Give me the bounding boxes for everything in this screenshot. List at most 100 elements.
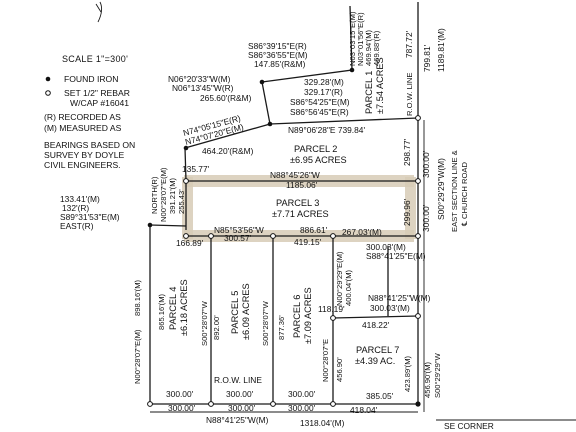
call-898: 898.16'(M) <box>133 279 142 316</box>
parcel-7-acres: ±4.39 AC. <box>355 356 395 366</box>
legend-recorded: (R) RECORDED AS <box>44 112 121 122</box>
call-166: 166.89' <box>176 238 204 248</box>
call-n03-03: N03°03'15"E(M) <box>348 11 357 66</box>
line-parcel7-north <box>332 315 419 319</box>
call-385: 385.05' <box>366 391 394 401</box>
row-line-bottom: R.O.W. LINE <box>214 375 262 385</box>
call-s86-39: S86°39'15"E(R) <box>248 41 307 51</box>
parcel-3-acres: ±7.71 ACRES <box>272 209 329 219</box>
call-s00-28-4: S00°28'07"W <box>200 300 209 346</box>
call-n85-53: N85°53'56"W <box>214 225 264 235</box>
call-n89-06: N89°06'28"E 739.84' <box>288 125 365 135</box>
east-section-label: EAST SECTION LINE & <box>450 150 459 232</box>
call-118: 118.19' <box>318 304 345 314</box>
call-s00-28-5: S00°28'07"W <box>261 300 270 346</box>
line-s89 <box>149 224 187 227</box>
scribble-mark <box>95 1 103 23</box>
parcel-1-acres: ±7.54 ACRES <box>375 57 385 114</box>
call-n03-01: N03°01'56"E(R) <box>356 12 365 66</box>
parcel-5-label: PARCEL 5 <box>230 291 240 334</box>
call-1185: 1185.06' <box>286 180 318 190</box>
parcel-4-acres: ±6.18 ACRES <box>179 279 189 336</box>
parcel-1-label: PARCEL 1 <box>364 71 374 114</box>
call-300-03b: 300.03'(M) <box>370 303 410 313</box>
call-1189: 1189.81'(M) <box>436 28 446 72</box>
call-n06-13: N06°13'45"W(R) <box>172 83 234 93</box>
call-418-04: 418.04' <box>350 405 378 415</box>
call-132: 132'(R) <box>62 203 89 213</box>
parcel-5-acres: ±6.09 ACRES <box>241 283 251 340</box>
call-s86-36: S86°36'55"E(M) <box>248 50 308 60</box>
call-135: 135.77' <box>182 164 210 174</box>
parcel-2-label: PARCEL 2 <box>294 144 337 154</box>
call-300-g: 300.00' <box>228 403 256 413</box>
found-iron-icon <box>45 76 51 82</box>
call-329: 329.28'(M) <box>304 77 344 87</box>
call-464: 464.20'(R&M) <box>202 146 254 156</box>
parcel-4-label: PARCEL 4 <box>168 287 178 330</box>
call-886: 886.61' <box>300 225 328 235</box>
legend-bearings-2: SURVEY BY DOYLE <box>44 150 125 160</box>
found-iron-markers <box>147 67 421 407</box>
call-423: 423.89'(M) <box>403 355 412 392</box>
parcel-2-acres: ±6.95 ACRES <box>290 155 347 165</box>
call-300-a: 300.00' <box>421 150 431 178</box>
parcel-6-acres: ±7.09 ACRES <box>303 287 313 344</box>
call-877: 877.36' <box>277 315 286 340</box>
call-300-d: 300.00' <box>226 389 254 399</box>
call-n00-28-6: N00°28'07"E <box>321 339 330 382</box>
call-n88-41-b: N88°41'25"W(M) <box>206 415 269 425</box>
call-s86-56: S86°56'45"E(R) <box>290 107 349 117</box>
call-329-17: 329.17'(R) <box>304 87 343 97</box>
call-300-c: 300.00' <box>166 389 194 399</box>
row-line-right: R.O.W. LINE <box>405 73 414 116</box>
call-300-h: 300.00' <box>288 403 316 413</box>
legend-rebar-1: SET 1/2" REBAR <box>64 88 130 98</box>
call-s00-29-b: S00°29'29"W <box>433 352 442 398</box>
legend-bearings-1: BEARINGS BASED ON <box>44 140 135 150</box>
legend-found-iron: FOUND IRON <box>64 74 118 84</box>
call-255: 255.43' <box>177 189 186 214</box>
call-300-03a: 300.03'(M) <box>366 242 406 252</box>
call-east: EAST(R) <box>60 221 94 231</box>
call-456-90b: 456.90'(M) <box>423 361 432 398</box>
church-road-label: ℄ CHURCH ROAD <box>460 162 469 227</box>
legend-bearings-3: CIVIL ENGINEERS. <box>44 160 121 170</box>
call-418-22: 418.22' <box>362 320 390 330</box>
call-1318: 1318.04'(M) <box>300 418 345 428</box>
call-n06-20: N06°20'33"W(M) <box>168 74 231 84</box>
call-469-94: 469.94'(M) <box>364 29 373 66</box>
se-corner-label: SE CORNER <box>444 421 494 431</box>
call-469-88: 469.88'(R) <box>372 30 381 66</box>
call-133: 133.41'(M) <box>60 194 100 204</box>
call-s88-41-a: S88°41'25"E(M) <box>366 251 426 261</box>
call-267: 267.03'(M) <box>342 227 382 237</box>
call-s86-54: S86°54'25"E(M) <box>290 97 350 107</box>
call-299-96: 299.96' <box>402 198 412 226</box>
call-n00-28-left: N00°28'07"E(M) <box>133 329 142 384</box>
call-n00-28-m: N00°28'07"E(M) <box>159 167 168 222</box>
line-parcel1-south <box>269 117 419 125</box>
call-865: 865.16'(M) <box>157 293 166 330</box>
call-300-57: 300.57' <box>224 233 252 243</box>
call-391: 391.21'(M) <box>168 177 177 214</box>
legend-measured: (M) MEASURED AS <box>44 123 122 133</box>
call-n88-45: N88°45'26"W <box>270 170 320 180</box>
highlight-left <box>182 177 193 239</box>
rebar-markers <box>147 115 421 407</box>
highlight-right <box>405 177 416 239</box>
call-298-77: 298.77' <box>402 138 412 166</box>
call-300-f: 300.00' <box>168 403 196 413</box>
boundary-west-jog <box>184 81 271 182</box>
call-n00-29: N00°29'29"E(M) <box>335 251 344 306</box>
call-300-b: 300.00' <box>421 204 431 232</box>
parcel-6-label: PARCEL 6 <box>292 295 302 338</box>
call-400: 400.04'(M) <box>344 269 353 306</box>
call-787: 787.72' <box>404 30 414 58</box>
call-n88-41-a: N88°41'25"W(M) <box>368 293 431 303</box>
call-north: NORTH(R) <box>150 176 159 214</box>
call-300-e: 300.00' <box>288 389 316 399</box>
call-265: 265.60'(R&M) <box>200 93 252 103</box>
